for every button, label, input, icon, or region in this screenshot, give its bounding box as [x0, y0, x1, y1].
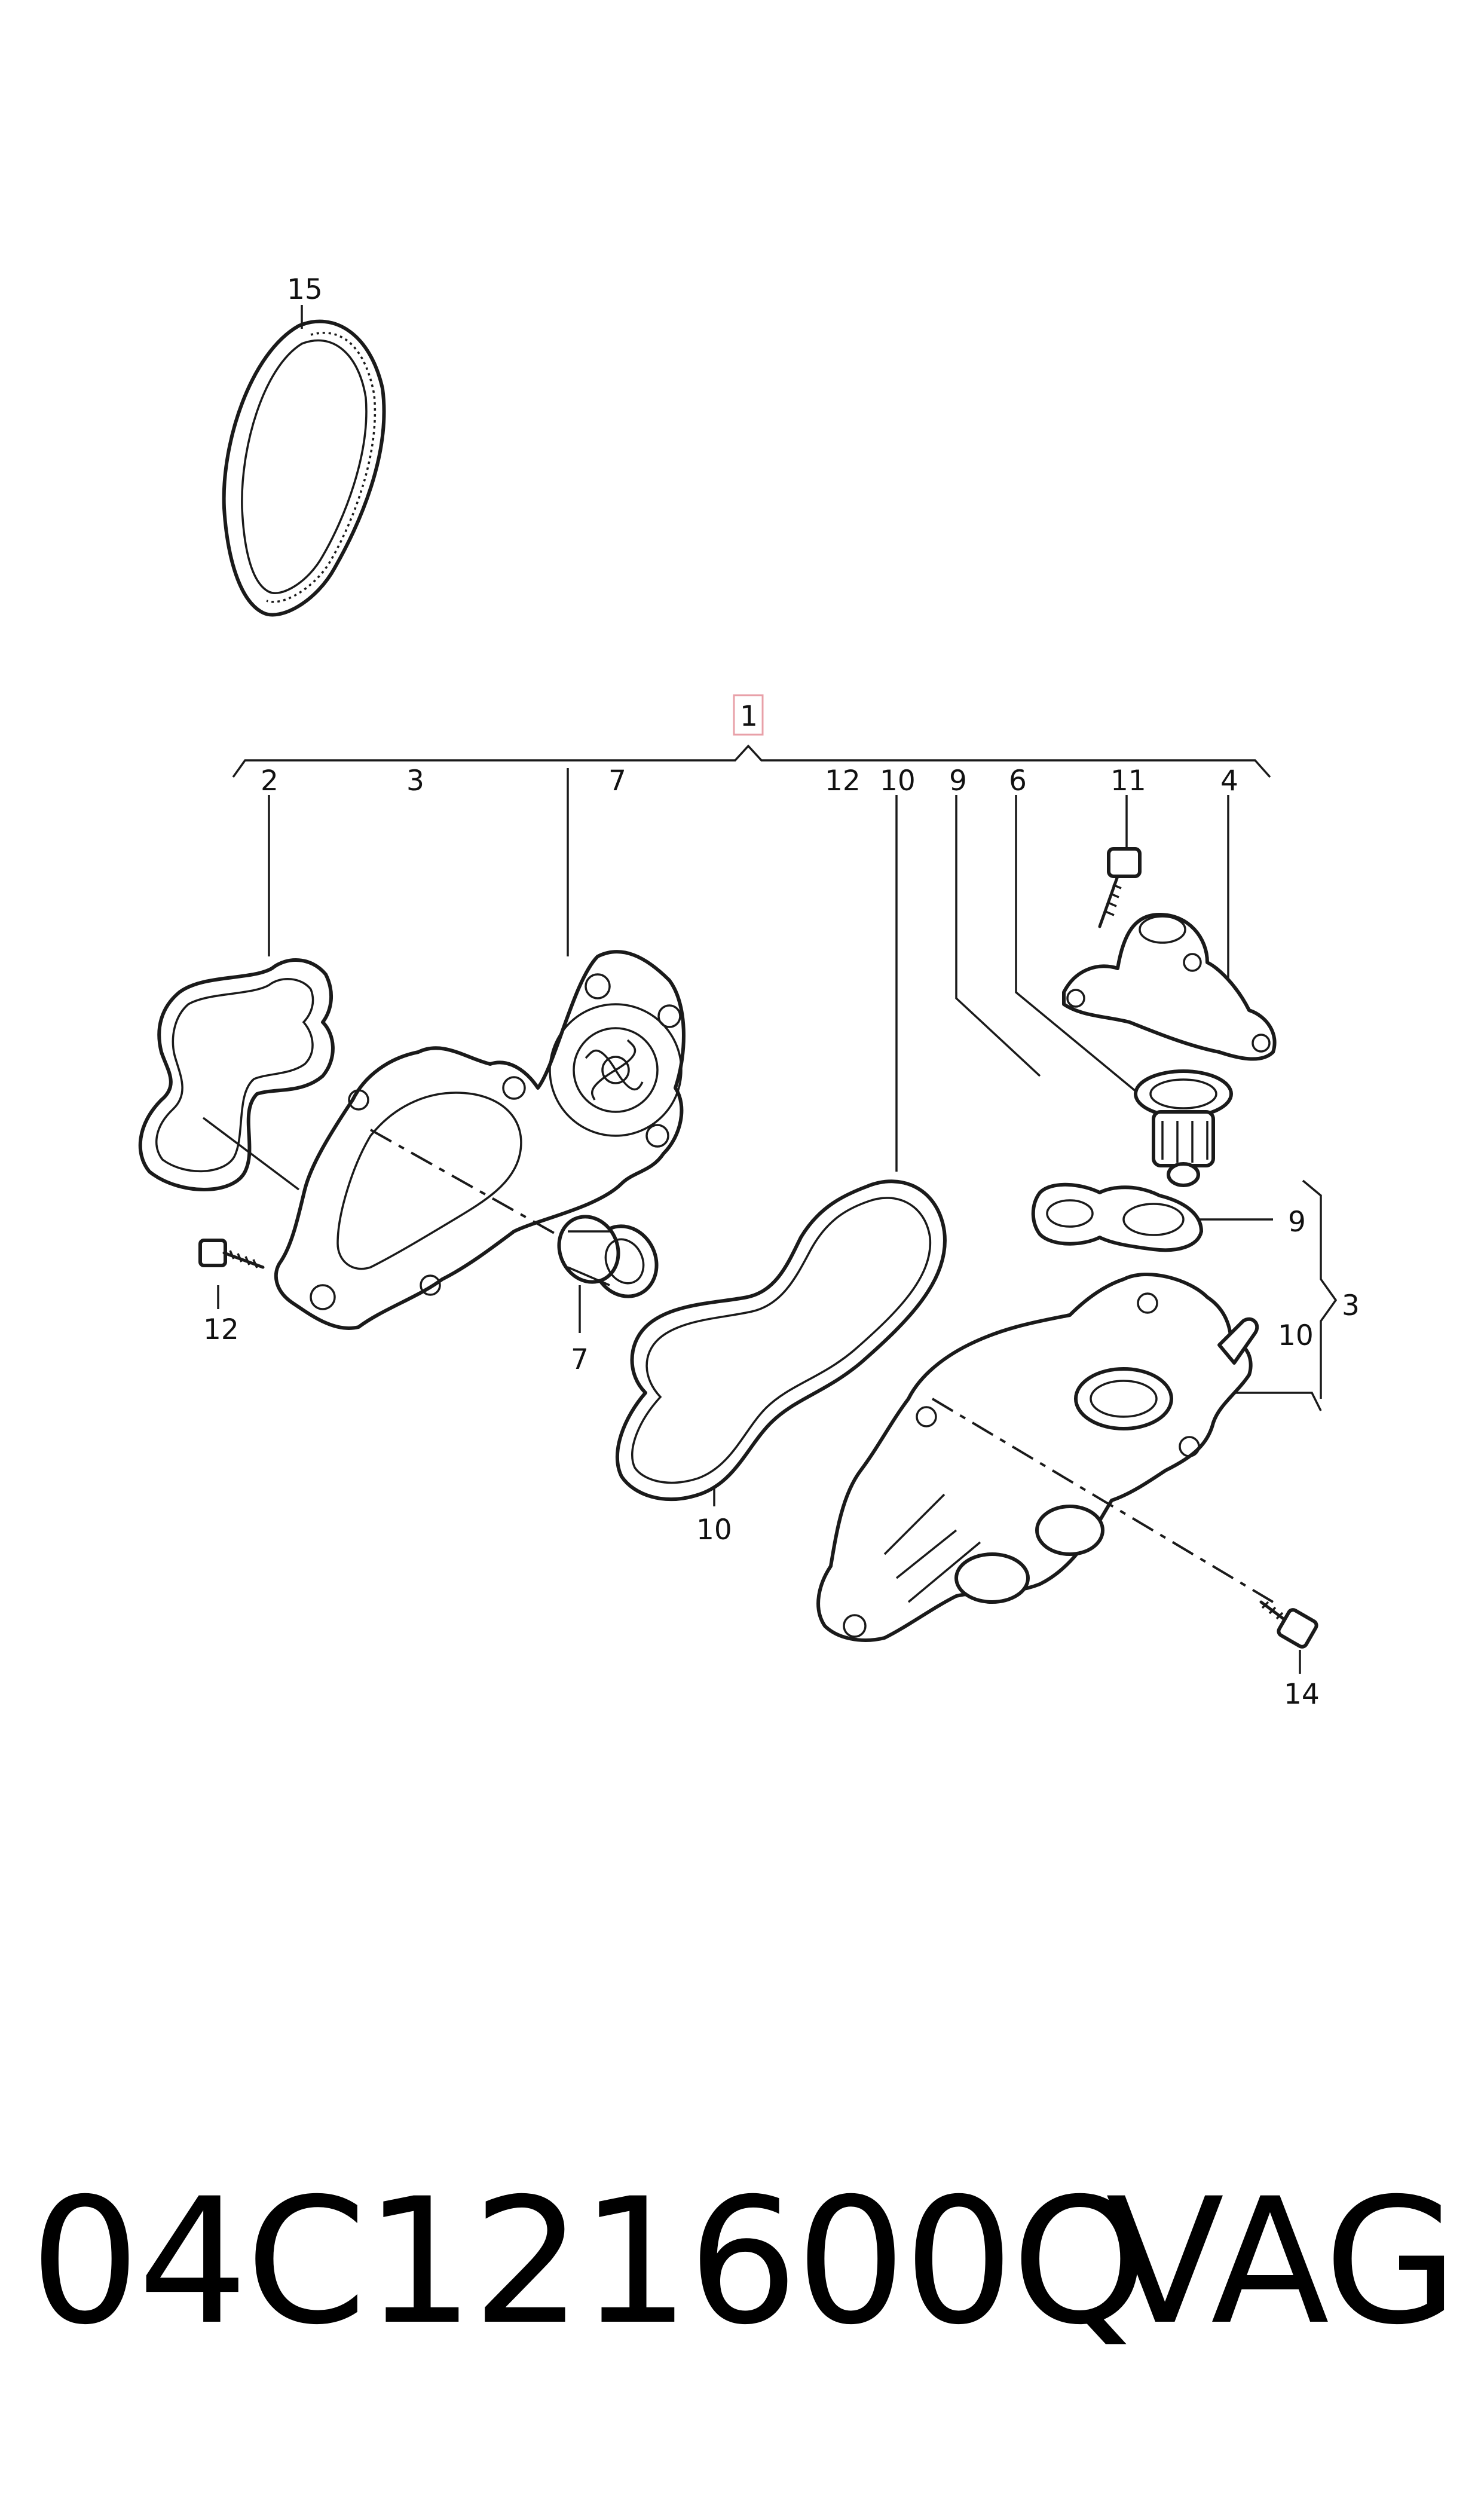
callout-11: 11	[1110, 765, 1146, 797]
callout-14: 14	[1284, 1678, 1320, 1711]
callout-12-left: 12	[203, 1313, 239, 1346]
callout-15: 15	[287, 273, 323, 306]
callout-6: 6	[1009, 765, 1027, 797]
callout-10-top: 10	[880, 765, 916, 797]
callout-10-bottom: 10	[696, 1514, 732, 1546]
gasket-left	[138, 958, 335, 1191]
callout-3-top: 3	[406, 765, 424, 797]
callout-7-top: 7	[608, 765, 626, 797]
callout-3-right: 3	[1342, 1289, 1360, 1322]
connector-7	[557, 1215, 659, 1298]
bolt-11	[1098, 847, 1142, 928]
gasket-10	[615, 1179, 947, 1501]
callout-9-top: 9	[949, 765, 967, 797]
bolt-12-left	[198, 1239, 265, 1269]
callout-12-top: 12	[825, 765, 861, 797]
callout-1: 1	[740, 700, 758, 733]
bolt-14	[1259, 1600, 1318, 1649]
callout-9-right: 9	[1288, 1206, 1306, 1239]
brand-name: VAG	[1106, 2162, 1458, 2363]
pump-housing-left	[274, 950, 686, 1330]
thermostat-cover-4	[1062, 913, 1277, 1061]
thermostat-6	[1134, 1069, 1233, 1187]
callout-10-right: 10	[1278, 1319, 1314, 1352]
drive-belt	[222, 319, 386, 617]
callout-labels: 15 1 2 3 7 12 10 9 6 11 4 12 7 10 9 10 3…	[203, 273, 1360, 1711]
gasket-9	[1031, 1182, 1203, 1252]
assembly-bracket	[232, 694, 1271, 778]
callout-4: 4	[1220, 765, 1238, 797]
pump-housing-right	[816, 1273, 1274, 1642]
callout-2: 2	[261, 765, 279, 797]
part-number: 04C121600Q	[30, 2162, 1148, 2363]
callout-7-bottom: 7	[571, 1343, 589, 1376]
